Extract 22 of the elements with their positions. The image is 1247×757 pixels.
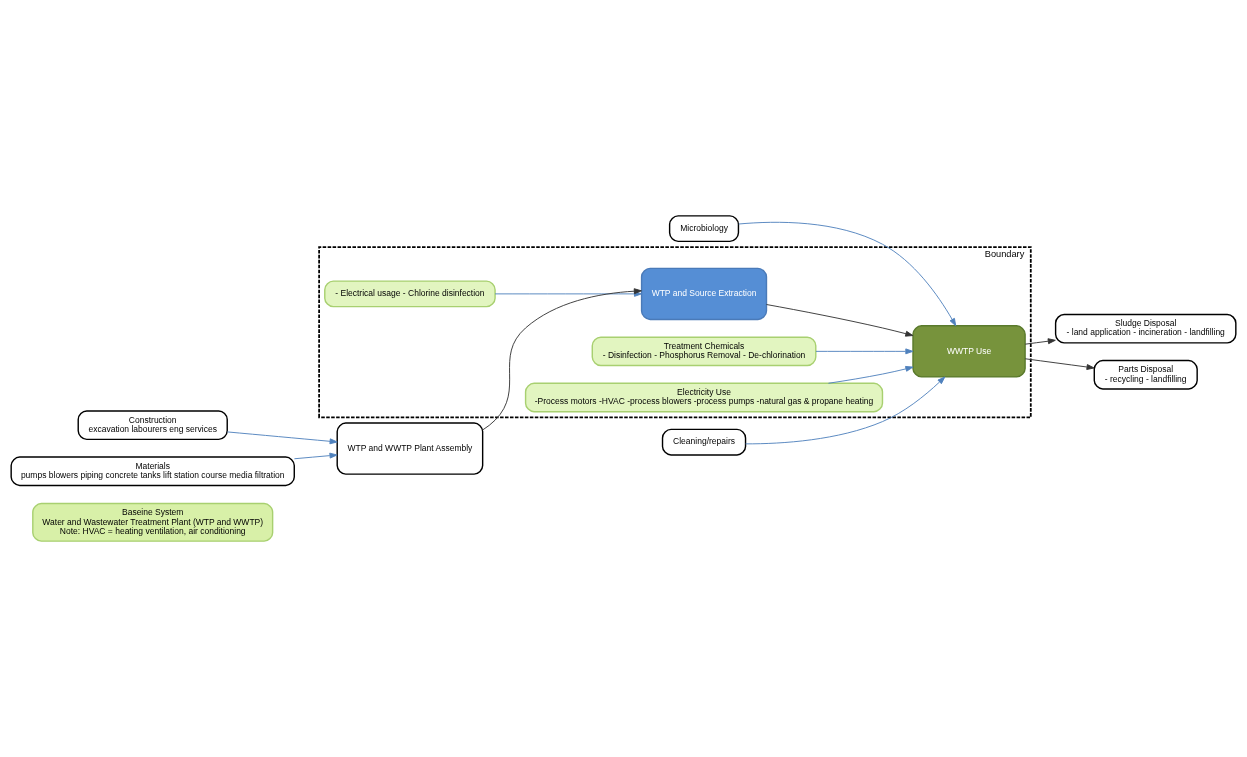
node-box: Materials pumps blowers piping concrete tanks lift station course media filtration: [10, 456, 295, 487]
arrow: [766, 304, 914, 337]
arrow: [1024, 358, 1095, 370]
node-box: Parts Disposal - recycling - landfilling: [1093, 359, 1198, 390]
node-box: Baseine System Water and Wastewater Treatment Plant (WTP and WWTP) Note: HVAC = heating ventilation, air conditioning: [32, 502, 274, 542]
arrow: [815, 348, 914, 355]
arrow: [226, 431, 338, 445]
node-box: WTP and WWTP Plant Assembly: [336, 422, 484, 475]
node-box: Construction excavation labourers eng services: [77, 410, 228, 441]
node-box: Cleaning/repairs: [661, 428, 747, 456]
node-box: Sludge Disposal - land application - incineration - landfilling: [1054, 313, 1237, 344]
arrow: [738, 221, 957, 327]
arrow: [827, 365, 914, 384]
node-box: WTP and Source Extraction: [640, 267, 768, 321]
arrow: [745, 376, 946, 445]
node-box: Treatment Chemicals - Disinfection - Phosphorus Removal - De-chlorination: [591, 336, 817, 367]
arrow: [293, 452, 338, 460]
node-box: - Electrical usage - Chlorine disinfection: [324, 280, 496, 308]
node-box: WWTP Use: [912, 325, 1026, 378]
node-box: Microbiology: [668, 215, 740, 243]
node-box: Electricity Use -Process motors -HVAC -process blowers -process pumps -natural gas & propane heating: [524, 382, 884, 413]
arrow: [1024, 338, 1056, 345]
